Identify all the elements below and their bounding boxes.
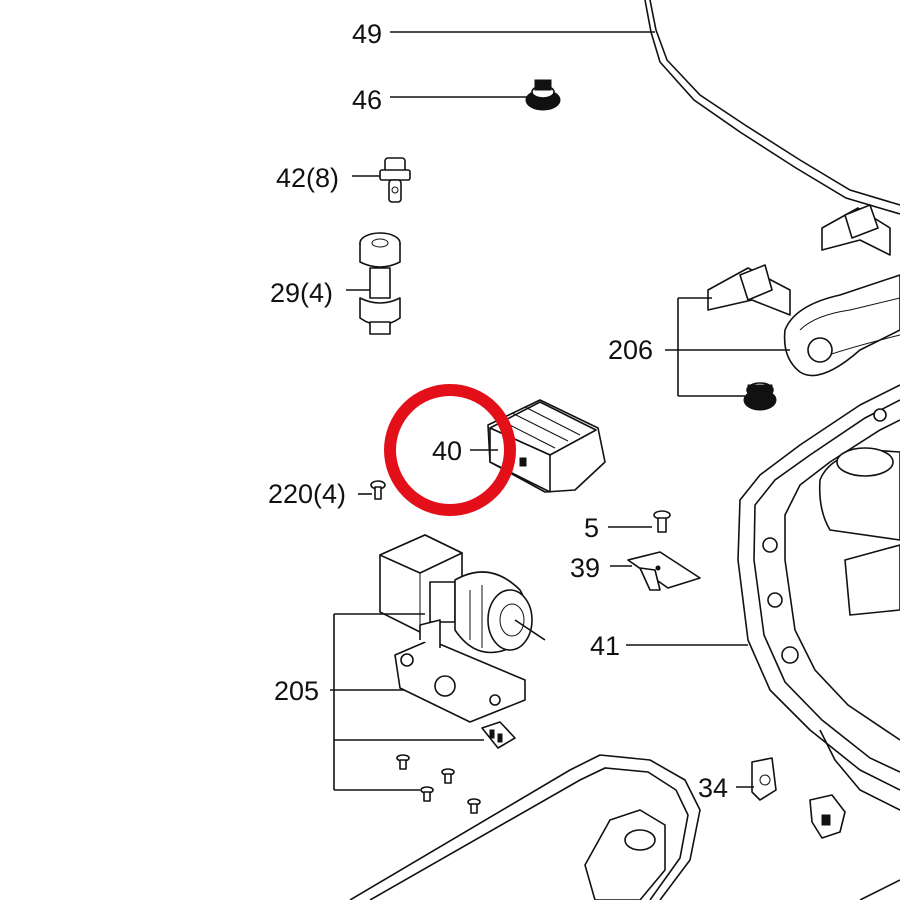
base-frame — [349, 754, 900, 901]
part-205-screws — [396, 754, 481, 814]
callout-29: 29(4) — [270, 278, 333, 308]
part-5-screw[interactable] — [653, 510, 671, 533]
part-41-housing[interactable] — [737, 384, 900, 811]
part-39-plate[interactable] — [627, 551, 701, 591]
part-40-cover[interactable] — [487, 399, 606, 493]
part-42-bolt[interactable] — [379, 157, 411, 203]
callout-46: 46 — [352, 85, 382, 115]
callout-39: 39 — [570, 553, 600, 583]
callout-labels: 49 46 42(8) 29(4) 206 40 220(4) 5 39 41 … — [268, 19, 728, 803]
callout-5: 5 — [584, 513, 599, 543]
callout-41: 41 — [590, 631, 620, 661]
callout-205: 205 — [274, 676, 319, 706]
highlight-circle — [384, 384, 516, 516]
part-34-clip[interactable] — [751, 757, 777, 801]
part-46-nut[interactable] — [525, 79, 561, 111]
callout-40: 40 — [432, 436, 462, 466]
part-220-screw[interactable] — [370, 480, 386, 500]
small-connector — [809, 794, 846, 839]
callout-206: 206 — [608, 335, 653, 365]
callout-34: 34 — [698, 773, 728, 803]
part-205-motor-assembly[interactable] — [379, 534, 546, 814]
part-206-brackets[interactable] — [707, 204, 900, 411]
part-49-cable[interactable] — [644, 0, 900, 215]
part-29-standoff[interactable] — [359, 232, 401, 335]
callout-220: 220(4) — [268, 479, 346, 509]
callout-42: 42(8) — [276, 163, 339, 193]
callout-49: 49 — [352, 19, 382, 49]
leader-lines — [330, 31, 790, 791]
